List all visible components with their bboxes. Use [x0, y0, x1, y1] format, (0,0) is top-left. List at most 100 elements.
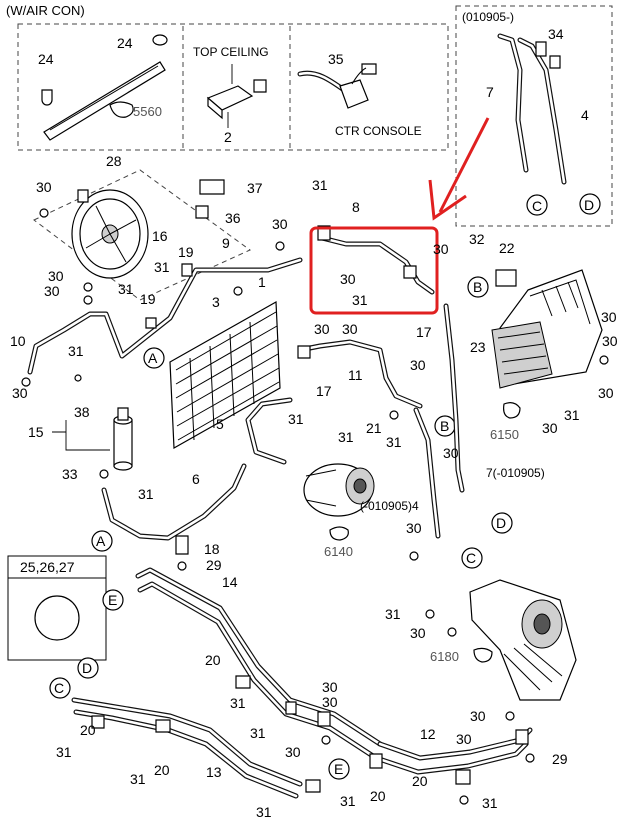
ring-seal-legend — [7, 555, 107, 661]
variant-4: (-010905)4 — [360, 499, 419, 513]
sensor-36-37[interactable] — [195, 179, 225, 219]
callout-31: 31 — [138, 486, 154, 502]
callout-31: 31 — [118, 281, 134, 297]
hvac-unit-icon[interactable] — [491, 269, 603, 389]
connector-e: E — [334, 761, 343, 777]
ceiling-sensor-part[interactable] — [206, 64, 267, 128]
callout-30: 30 — [314, 321, 330, 337]
console-sensor-part[interactable] — [297, 63, 377, 109]
callout-30: 30 — [410, 357, 426, 373]
callout-30: 30 — [44, 283, 60, 299]
callout-31: 31 — [130, 771, 146, 787]
callout-30: 30 — [542, 420, 558, 436]
callout-38: 38 — [74, 404, 90, 420]
pipe-11[interactable] — [297, 339, 423, 409]
callout-30: 30 — [598, 385, 614, 401]
connector-a: A — [96, 533, 106, 549]
callout-31: 31 — [256, 804, 272, 820]
pipe-13[interactable] — [71, 697, 303, 799]
callout-29: 29 — [206, 557, 222, 573]
callout-31: 31 — [68, 343, 84, 359]
callout-23: 23 — [470, 339, 486, 355]
callout-30: 30 — [48, 268, 64, 284]
fan-motor-icon[interactable] — [33, 169, 251, 301]
callout-31: 31 — [154, 259, 170, 275]
pipe-6[interactable] — [101, 463, 247, 541]
blower-unit-icon[interactable] — [469, 579, 577, 701]
callout-17: 17 — [316, 383, 332, 399]
callout-15: 15 — [28, 424, 44, 440]
callout-30: 30 — [433, 241, 449, 257]
inset-pipes[interactable] — [497, 33, 567, 185]
callout-31: 31 — [288, 411, 304, 427]
callout-20: 20 — [370, 788, 386, 804]
callout-9: 9 — [222, 235, 230, 251]
red-arrow-icon — [428, 117, 490, 221]
inset-variant-label: (010905-) — [462, 10, 514, 24]
callout-20: 20 — [205, 652, 221, 668]
callout-28: 28 — [106, 153, 122, 169]
callout-30: 30 — [285, 744, 301, 760]
callout-4-inset: 4 — [581, 107, 589, 123]
compressor-icon[interactable] — [303, 463, 375, 517]
callout-30: 30 — [36, 179, 52, 195]
pipe-9-10[interactable] — [27, 257, 303, 375]
label-ctr-console: CTR CONSOLE — [335, 124, 422, 138]
callout-7-inset: 7 — [486, 84, 494, 100]
callout-34: 34 — [548, 26, 564, 42]
callout-31: 31 — [56, 744, 72, 760]
inset-010905 — [455, 5, 613, 227]
pipe-12[interactable] — [373, 727, 533, 775]
callout-8: 8 — [352, 199, 360, 215]
connector-c-inset: C — [532, 198, 542, 214]
callout-33: 33 — [62, 466, 78, 482]
connector-e: E — [108, 592, 117, 608]
callout-22: 22 — [499, 240, 515, 256]
legend-title: 25,26,27 — [20, 559, 75, 575]
pipe-5[interactable] — [245, 397, 293, 465]
callout-20: 20 — [154, 762, 170, 778]
callout-30: 30 — [12, 385, 28, 401]
connector-b: B — [440, 418, 449, 434]
callout-17: 17 — [416, 324, 432, 340]
highlight-box — [309, 226, 439, 315]
pipe-8-highlighted[interactable] — [317, 225, 435, 295]
ring-seal-icon — [34, 595, 80, 641]
callout-31: 31 — [312, 177, 328, 193]
callout-24: 24 — [117, 35, 133, 51]
callout-14: 14 — [222, 574, 238, 590]
callout-1: 1 — [258, 274, 266, 290]
callout-2: 2 — [224, 129, 232, 145]
label-top-ceiling: TOP CEILING — [193, 45, 269, 59]
callout-30: 30 — [410, 625, 426, 641]
callout-11: 11 — [348, 367, 363, 383]
top-box-group — [17, 23, 449, 151]
callout-5: 5 — [216, 416, 224, 432]
callout-31: 31 — [482, 795, 498, 811]
callout-20: 20 — [412, 773, 428, 789]
callout-30: 30 — [322, 679, 338, 695]
connector-d: D — [82, 660, 92, 676]
callout-3: 3 — [212, 294, 220, 310]
pipe-14[interactable] — [135, 567, 383, 761]
pipe-7-4[interactable] — [413, 303, 465, 539]
callout-30: 30 — [456, 731, 472, 747]
ref-6140: 6140 — [324, 544, 353, 559]
callout-31: 31 — [338, 429, 354, 445]
callout-30: 30 — [322, 694, 338, 710]
connector-c: C — [54, 680, 64, 696]
connector-d-inset: D — [584, 197, 594, 213]
callout-31: 31 — [352, 292, 368, 308]
connector-d: D — [496, 515, 506, 531]
callout-30: 30 — [443, 445, 459, 461]
connector-c: C — [466, 550, 476, 566]
callout-24: 24 — [38, 51, 54, 67]
ref-6180: 6180 — [430, 649, 459, 664]
callout-6: 6 — [192, 471, 200, 487]
callout-19: 19 — [140, 291, 156, 307]
receiver-drier-icon[interactable] — [113, 407, 133, 471]
condenser-icon[interactable] — [169, 300, 281, 450]
weatherstrip-part[interactable] — [41, 34, 168, 141]
callout-31: 31 — [386, 434, 402, 450]
callout-18: 18 — [204, 541, 220, 557]
